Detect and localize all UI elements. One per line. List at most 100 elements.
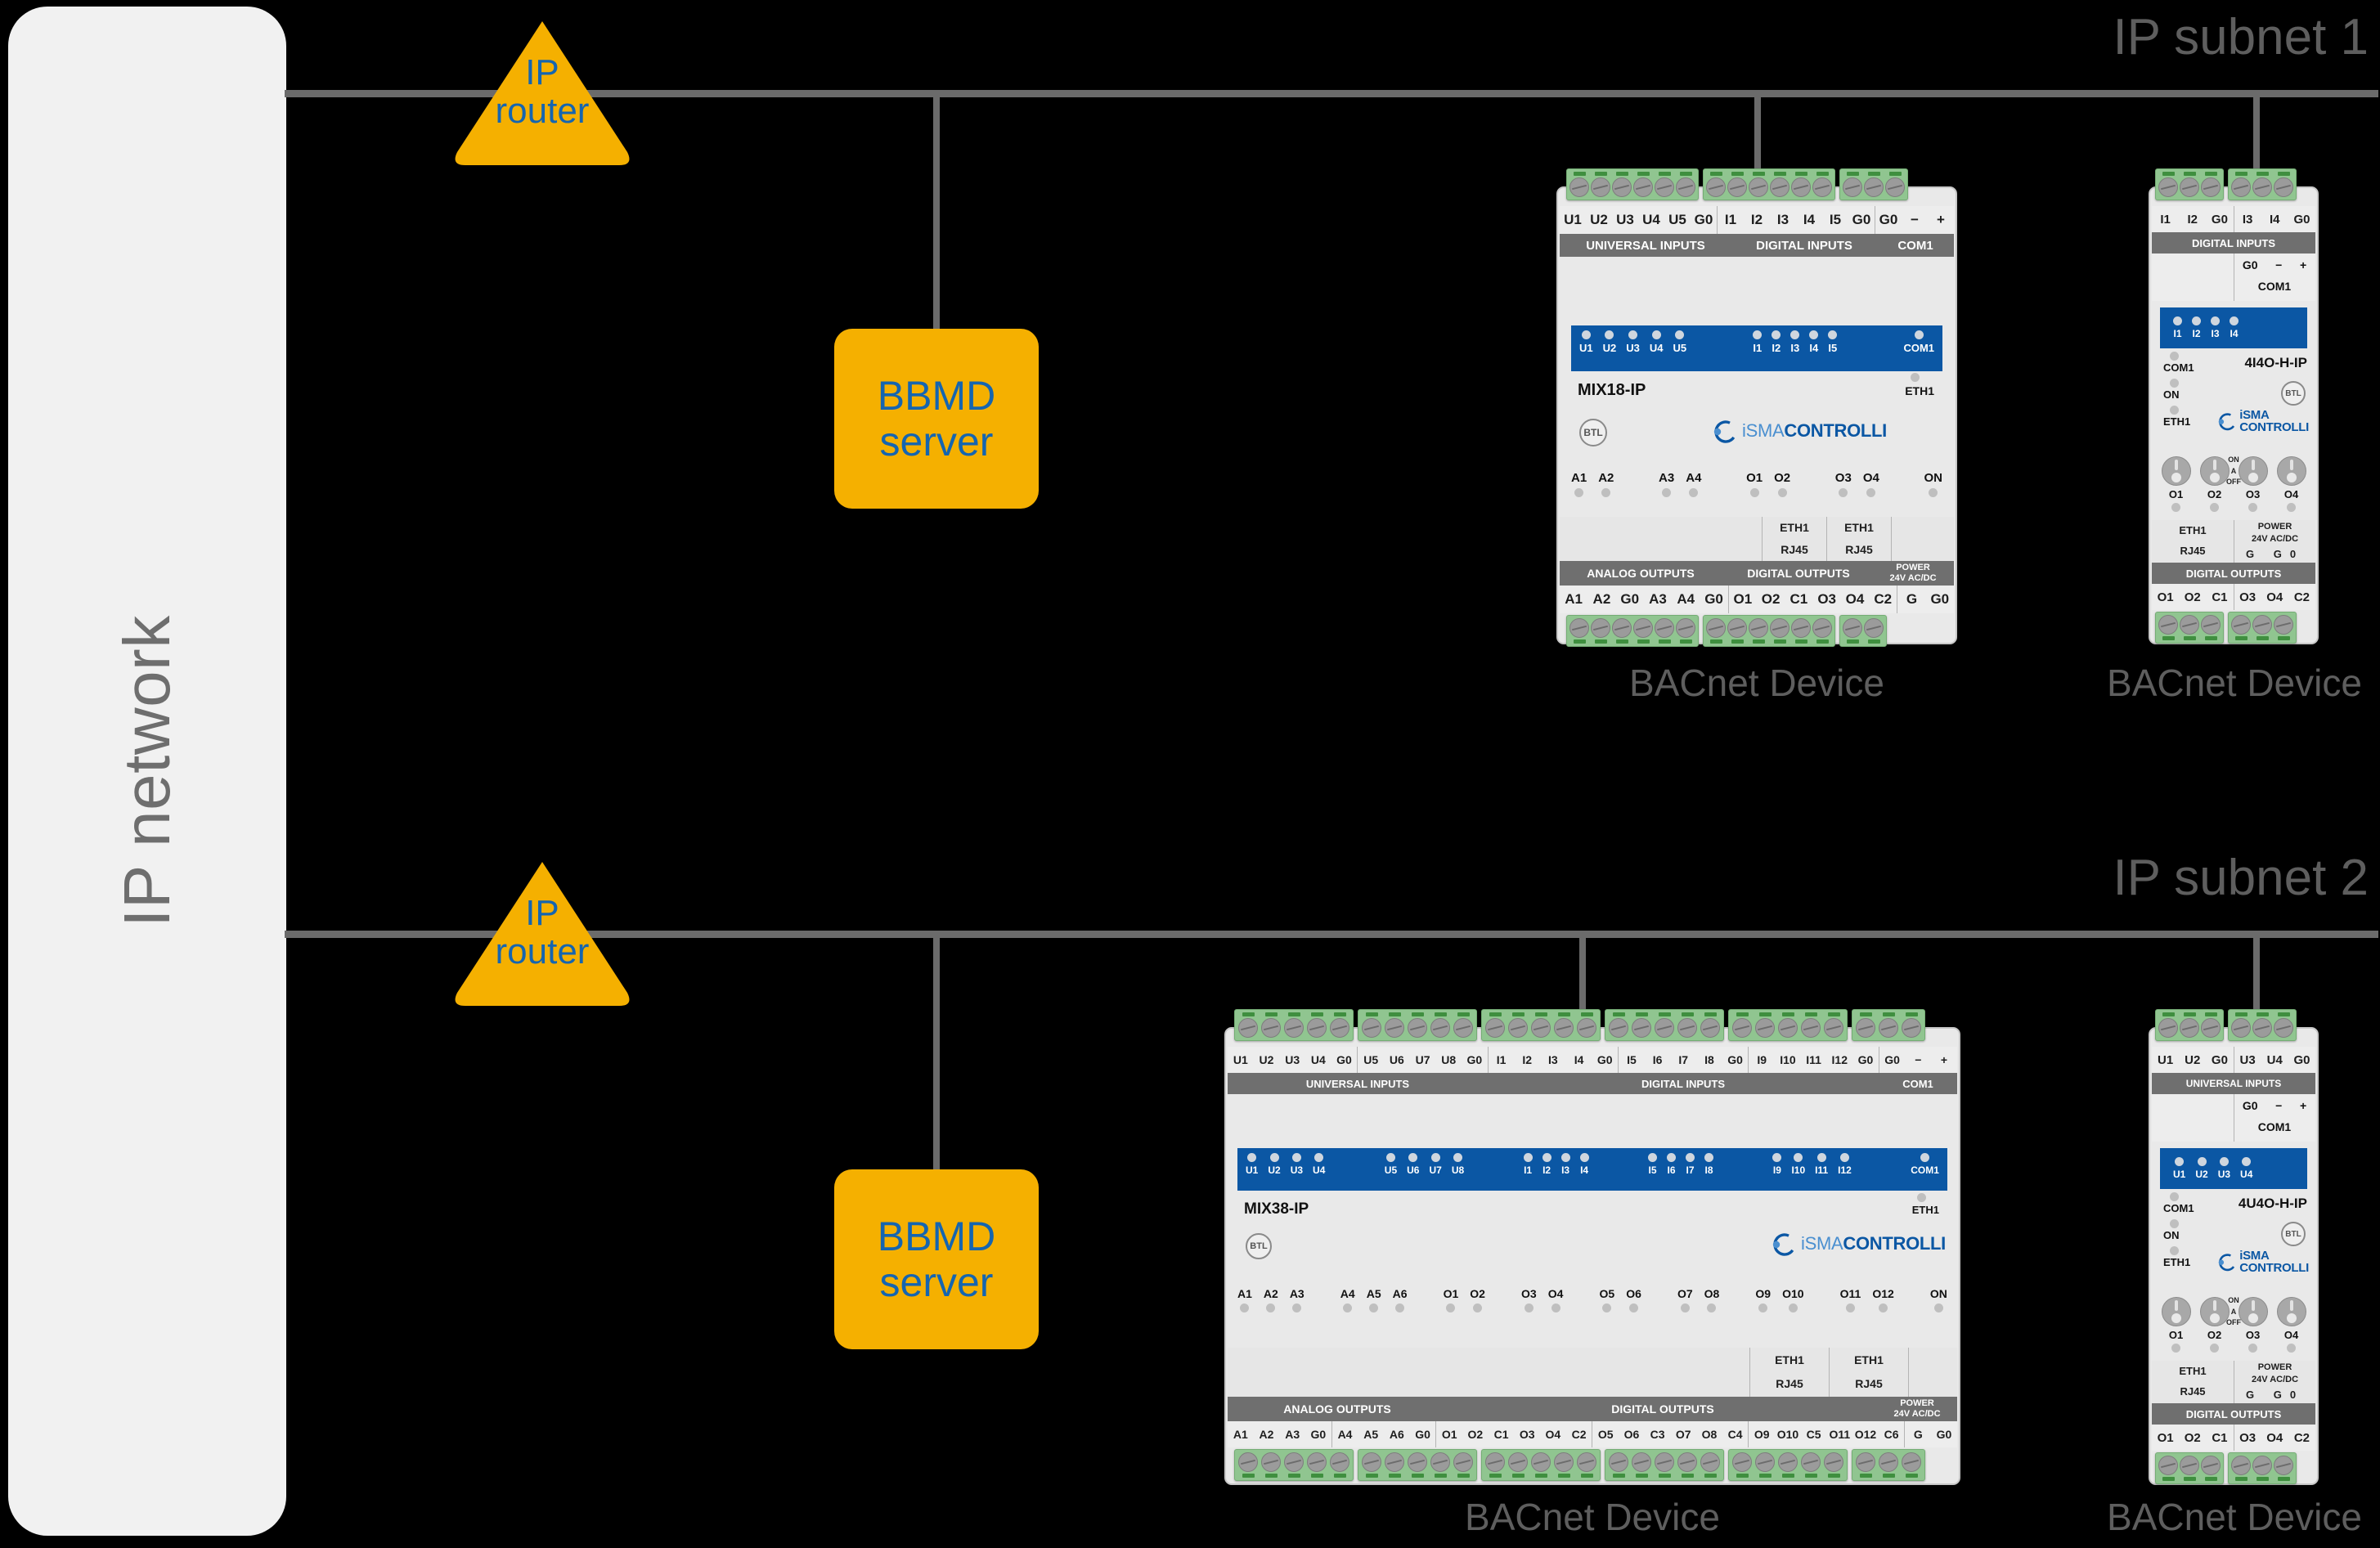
terminal-pin (1769, 172, 1790, 197)
isma-circle-icon (2216, 1251, 2237, 1272)
rotary-knob-icon[interactable] (2199, 1297, 2230, 1326)
device-caption: BACnet Device (2107, 1496, 2362, 1538)
isma-controlli-logo: iSMA CONTROLLI (2216, 409, 2309, 434)
drop-line-bbmd-2 (933, 934, 940, 1171)
terminal-pin (1877, 1012, 1900, 1038)
terminal-pin (1842, 172, 1863, 197)
eth1-led (2170, 1246, 2179, 1255)
status-led: O4 (1548, 1287, 1563, 1312)
terminal-label: G0 (1466, 1053, 1483, 1066)
terminal-label: O8 (1701, 1428, 1718, 1441)
terminal-pin (1305, 1452, 1328, 1478)
rotary-knob-icon[interactable] (2161, 456, 2191, 486)
status-led: I2 (1542, 1153, 1551, 1176)
terminal-pin (1282, 1012, 1305, 1038)
terminal-label: G0 (1415, 1428, 1430, 1441)
terminal-pin (1699, 1452, 1722, 1478)
rotary-knob-icon[interactable] (2238, 456, 2268, 486)
terminal-label: + (1937, 212, 1945, 227)
terminal-label: I1 (1717, 206, 1744, 234)
terminal-label: G0 (2211, 1052, 2228, 1067)
terminal-label: G (1904, 1421, 1931, 1447)
terminal-block (1728, 1009, 1848, 1041)
terminal-label: A1 (1233, 1428, 1248, 1441)
rotary-knob-icon[interactable] (2161, 1297, 2191, 1326)
terminal-pin (1799, 1452, 1822, 1478)
terminal-label: U1 (2157, 1052, 2174, 1067)
terminal-label: U8 (1441, 1053, 1457, 1066)
terminal-pin (1748, 618, 1769, 644)
bottom-terminal-block (1566, 615, 1891, 647)
terminal-pin (1731, 1012, 1754, 1038)
rotary-knob-icon[interactable] (2276, 456, 2306, 486)
status-led: I12 (1838, 1153, 1852, 1176)
terminal-label: I3 (1548, 1053, 1558, 1066)
terminal-label: I10 (1780, 1053, 1796, 1066)
terminal-pin (1507, 1012, 1529, 1038)
isma-controlli-logo: iSMACONTROLLI (1710, 417, 1887, 445)
terminal-pin (1569, 618, 1590, 644)
rotary-switch-o3[interactable]: O3 (2238, 456, 2268, 512)
terminal-label: C3 (1650, 1428, 1665, 1441)
rotary-switch-o4[interactable]: O4 (2276, 1297, 2306, 1353)
terminal-label: U5 (1357, 1047, 1384, 1073)
rotary-switch-o1[interactable]: O1 (2161, 456, 2191, 512)
btl-logo-icon: BTL (1579, 419, 1607, 446)
rotary-switch-o2[interactable]: O2 (2199, 456, 2230, 512)
status-led: O10 (1782, 1287, 1804, 1312)
isma-wordmark: iSMACONTROLLI (1742, 420, 1887, 441)
rotary-knob-icon[interactable] (2199, 456, 2230, 486)
rotary-knob-icon[interactable] (2238, 1297, 2268, 1326)
terminal-label: I4 (2270, 212, 2280, 227)
device-model-name: MIX18-IP (1578, 381, 1646, 399)
rotary-switch-o2[interactable]: O2 (2199, 1297, 2230, 1353)
terminal-pin (1812, 172, 1833, 197)
terminal-block (2228, 168, 2297, 200)
side-led-column: COM1 ON ETH1 (2163, 350, 2194, 428)
terminal-label: I2 (2187, 212, 2198, 227)
terminal-pin (2200, 1456, 2221, 1481)
terminal-label: O2 (1467, 1428, 1484, 1441)
terminal-block (2228, 1452, 2297, 1484)
terminal-pin (2252, 1012, 2273, 1038)
bus-line-subnet-1 (285, 90, 2378, 97)
terminal-pin (1632, 172, 1654, 197)
rotary-switch-o3[interactable]: O3 (2238, 1297, 2268, 1353)
rotary-switch-o4[interactable]: O4 (2276, 456, 2306, 512)
terminal-label: G0 (1878, 1047, 1906, 1073)
terminal-label: O4 (2266, 1430, 2283, 1445)
isma-wordmark: iSMACONTROLLI (1801, 1233, 1946, 1254)
status-led: O12 (1872, 1287, 1894, 1312)
terminal-pin (1569, 172, 1590, 197)
terminal-label: G0 (1727, 1053, 1743, 1066)
terminal-label: U2 (1590, 212, 1608, 227)
terminal-pin (1790, 172, 1812, 197)
terminal-label: U4 (1642, 212, 1660, 227)
status-led: I4 (1579, 1153, 1589, 1176)
eth-spacer-2 (1908, 1348, 1956, 1397)
terminal-pin (1769, 618, 1790, 644)
com1-terminal-labels: G0−+COM1 (2152, 1094, 2315, 1142)
terminal-pin (2252, 172, 2273, 197)
top-terminal-block (2155, 168, 2301, 200)
rotary-knob-icon[interactable] (2276, 1297, 2306, 1326)
terminal-pin (1406, 1012, 1429, 1038)
rotary-switch-o1[interactable]: O1 (2161, 1297, 2191, 1353)
